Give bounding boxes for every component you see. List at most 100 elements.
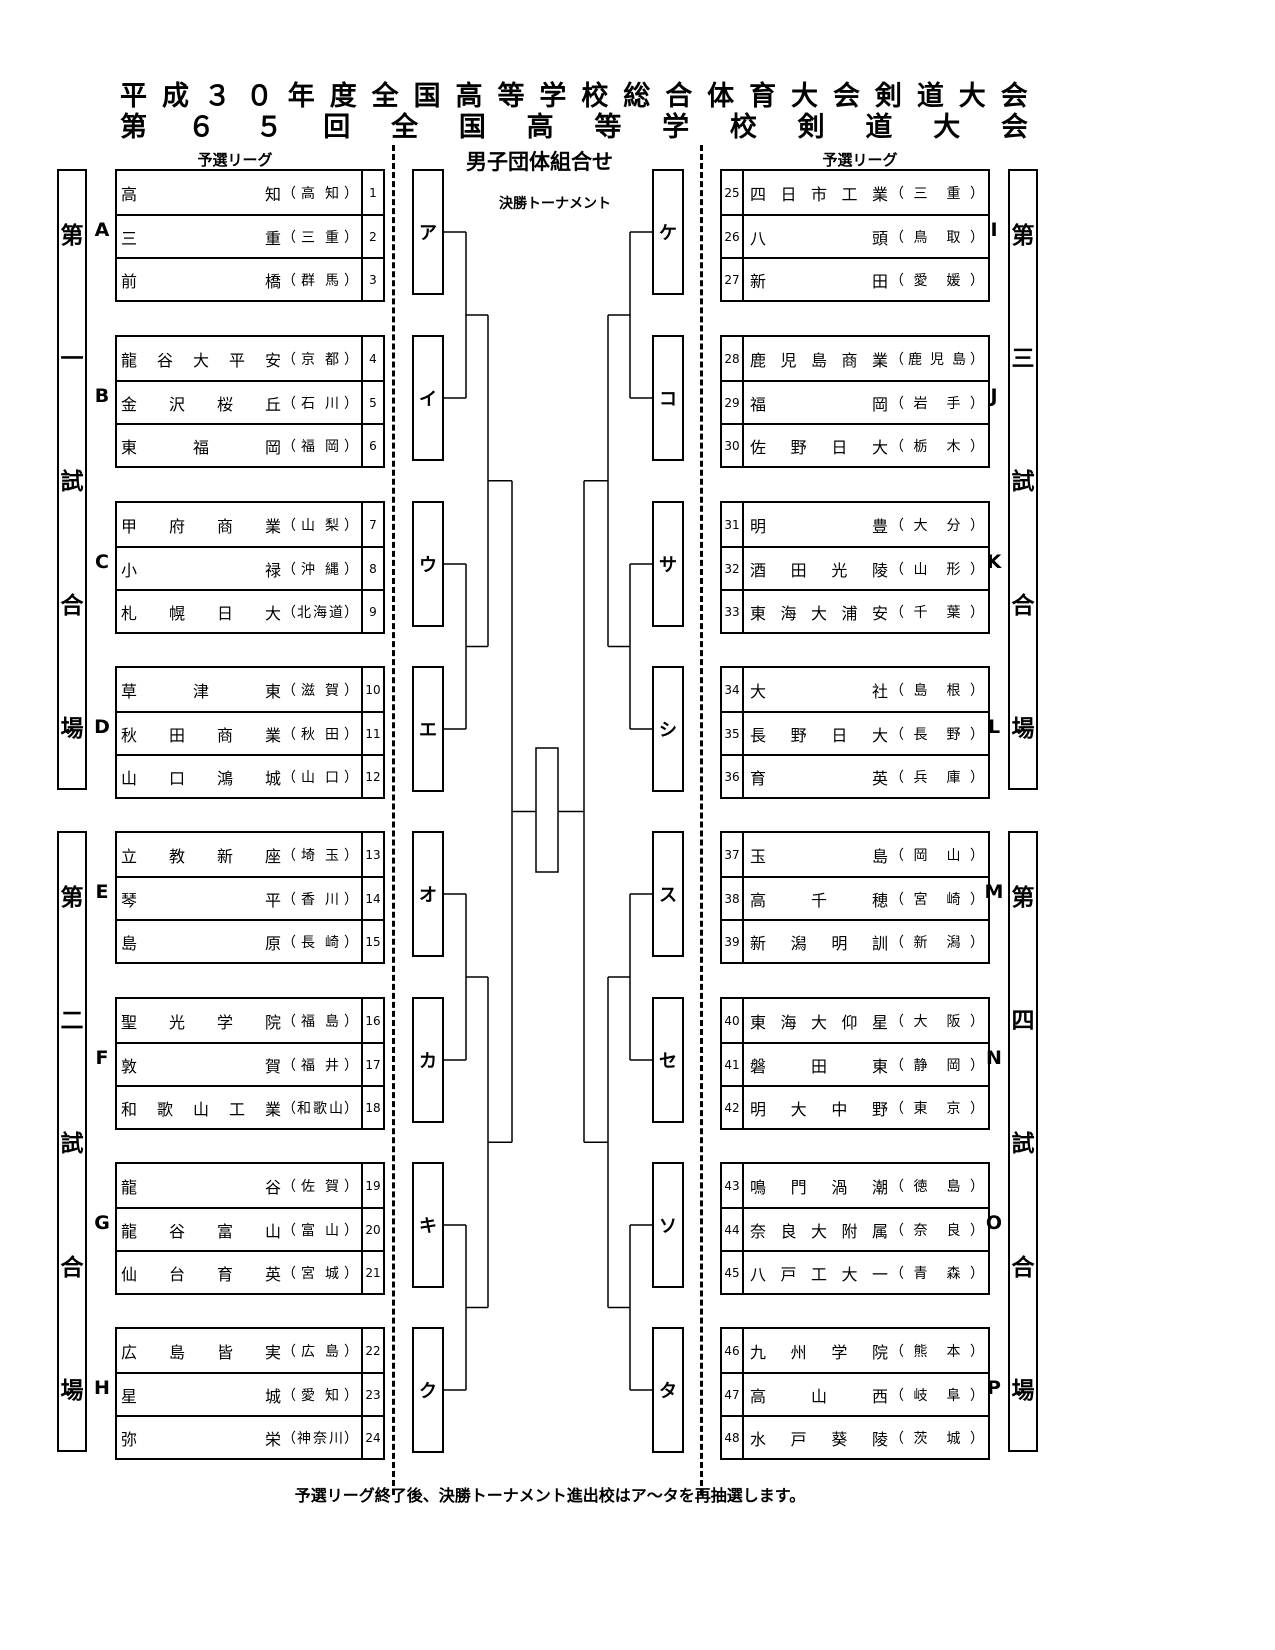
school-name: 草津東 bbox=[121, 681, 281, 701]
prefecture: （島根） bbox=[890, 682, 984, 699]
league-letter: O bbox=[985, 1212, 1003, 1234]
team-number: 3 bbox=[361, 259, 383, 300]
team-number: 28 bbox=[722, 337, 744, 380]
team-number: 46 bbox=[722, 1329, 744, 1372]
team-number: 45 bbox=[722, 1252, 744, 1293]
final-box bbox=[535, 747, 559, 873]
school-name: 秋田商業 bbox=[121, 725, 281, 745]
left-league-header: 予選リーグ bbox=[197, 151, 273, 169]
prefecture: （滋賀） bbox=[282, 682, 358, 699]
school-name: 鳴門渦潮 bbox=[750, 1177, 888, 1197]
school-name: 星城 bbox=[121, 1386, 281, 1406]
venue-label: 第三試合場 bbox=[1008, 169, 1038, 790]
tournament-slot: カ bbox=[412, 997, 444, 1123]
school-name: 札幌日大 bbox=[121, 603, 281, 623]
school-name: 大社 bbox=[750, 681, 888, 701]
prefecture: （新潟） bbox=[890, 934, 984, 951]
venue-label: 第一試合場 bbox=[57, 169, 87, 790]
prefecture: （福井） bbox=[282, 1057, 358, 1074]
school-name: 福岡 bbox=[750, 394, 888, 414]
school-name: 龍谷富山 bbox=[121, 1221, 281, 1241]
league-letter: P bbox=[987, 1377, 1001, 1399]
school-name: 東海大浦安 bbox=[750, 603, 888, 623]
prefecture: （岩手） bbox=[890, 395, 984, 412]
team-number: 6 bbox=[361, 425, 383, 466]
tournament-slot: ケ bbox=[652, 169, 684, 295]
school-name: 九州学院 bbox=[750, 1342, 888, 1362]
prefecture: （宮崎） bbox=[890, 891, 984, 908]
prefecture: （鹿児島） bbox=[890, 351, 984, 368]
team-number: 2 bbox=[361, 216, 383, 257]
prefecture: （青森） bbox=[890, 1265, 984, 1282]
team-number: 21 bbox=[361, 1252, 383, 1293]
team-number: 17 bbox=[361, 1044, 383, 1085]
prefecture: （富山） bbox=[282, 1222, 358, 1239]
prefecture: （秋田） bbox=[282, 726, 358, 743]
school-name: 奈良大附属 bbox=[750, 1221, 888, 1241]
school-name: 龍谷 bbox=[121, 1177, 281, 1197]
prefecture: （沖縄） bbox=[282, 561, 358, 578]
prefecture: （福島） bbox=[282, 1013, 358, 1030]
team-number: 12 bbox=[361, 756, 383, 797]
school-name: 四日市工業 bbox=[750, 184, 888, 204]
team-number: 44 bbox=[722, 1209, 744, 1250]
team-number: 5 bbox=[361, 382, 383, 423]
league-letter: B bbox=[94, 385, 110, 407]
prefecture: （千葉） bbox=[890, 604, 984, 621]
school-name: 水戸葵陵 bbox=[750, 1429, 888, 1449]
school-name: 新潟明訓 bbox=[750, 933, 888, 953]
school-name: 仙台育英 bbox=[121, 1264, 281, 1284]
school-name: 前橋 bbox=[121, 271, 281, 291]
tournament-slot: オ bbox=[412, 831, 444, 957]
prefecture: （岐阜） bbox=[890, 1387, 984, 1404]
school-name: 玉島 bbox=[750, 846, 888, 866]
team-number: 4 bbox=[361, 337, 383, 380]
prefecture: （東京） bbox=[890, 1100, 984, 1117]
team-number: 14 bbox=[361, 878, 383, 919]
prefecture: （奈良） bbox=[890, 1222, 984, 1239]
venue-label: 第二試合場 bbox=[57, 831, 87, 1452]
team-row: 46 九州学院（熊本） bbox=[722, 1329, 988, 1372]
team-number: 31 bbox=[722, 503, 744, 546]
team-number: 19 bbox=[361, 1164, 383, 1207]
prefecture: （熊本） bbox=[890, 1343, 984, 1360]
venue-label: 第四試合場 bbox=[1008, 831, 1038, 1452]
tournament-slot: キ bbox=[412, 1162, 444, 1288]
prefecture: （埼玉） bbox=[282, 847, 358, 864]
team-number: 27 bbox=[722, 259, 744, 300]
league-letter: E bbox=[95, 881, 109, 903]
prefecture: （山形） bbox=[890, 561, 984, 578]
prefecture: （愛媛） bbox=[890, 272, 984, 289]
team-number: 48 bbox=[722, 1417, 744, 1458]
school-name: 小禄 bbox=[121, 560, 281, 580]
school-name: 育英 bbox=[750, 768, 888, 788]
league-letter: A bbox=[94, 219, 110, 241]
